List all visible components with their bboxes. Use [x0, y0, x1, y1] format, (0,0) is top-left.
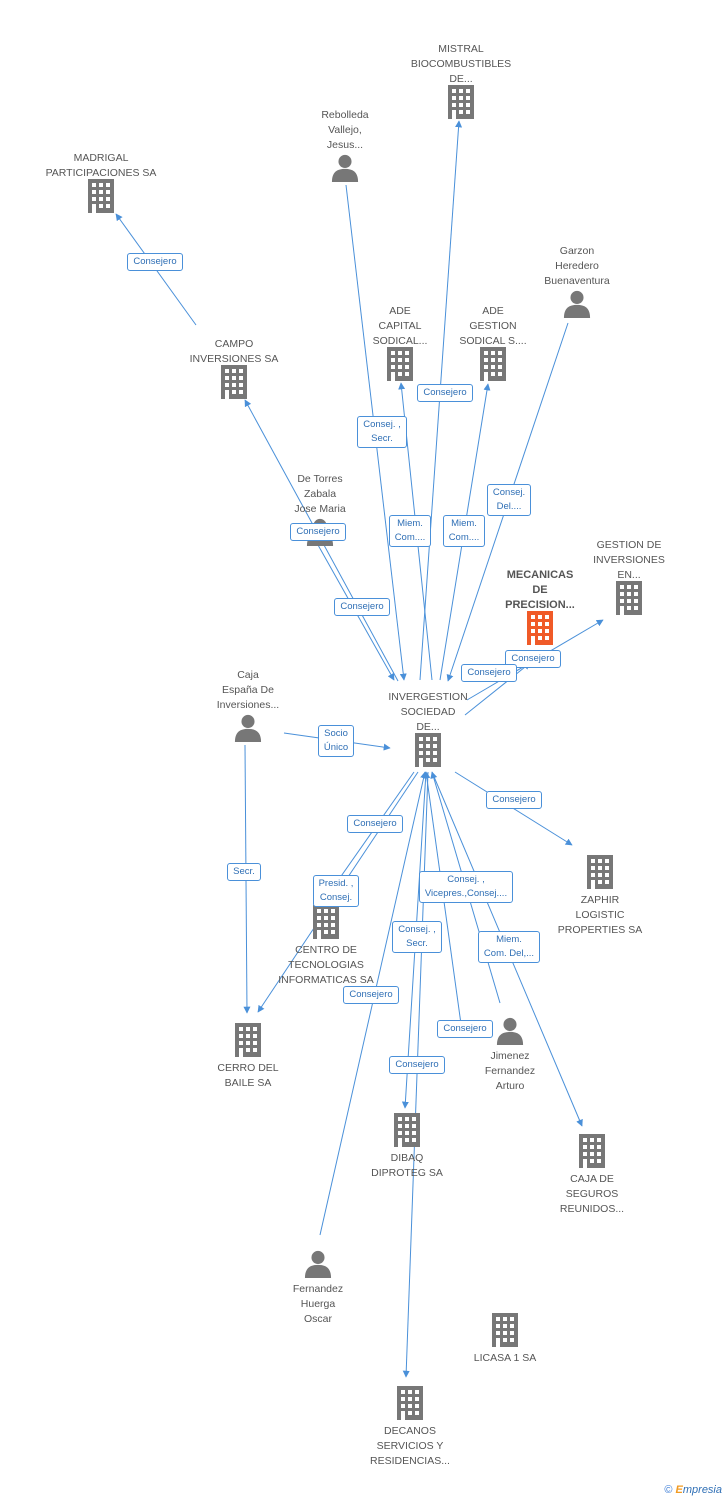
node-label[interactable]: CENTRO DE TECNOLOGIAS INFORMATICAS SA: [278, 944, 374, 986]
node-label[interactable]: Jimenez Fernandez Arturo: [484, 1050, 536, 1092]
person-icon[interactable]: [331, 154, 359, 182]
copyright-symbol: ©: [664, 1484, 673, 1496]
relation-label[interactable]: Consejero: [290, 523, 346, 541]
relation-label[interactable]: Miem. Com....: [388, 515, 432, 547]
node-label[interactable]: MISTRAL BIOCOMBUSTIBLES DE...: [410, 43, 512, 85]
person-icon[interactable]: [304, 1250, 332, 1278]
relation-label[interactable]: Consejero: [505, 650, 561, 668]
node-label[interactable]: MADRIGAL PARTICIPACIONES SA: [45, 152, 157, 179]
relation-label[interactable]: Consej. , Vicepres.,Consej....: [418, 871, 514, 903]
company-building-icon[interactable]: [387, 347, 413, 381]
company-building-icon[interactable]: [397, 1386, 423, 1420]
relation-label[interactable]: Consej. Del....: [486, 484, 532, 516]
node-label[interactable]: DECANOS SERVICIOS Y RESIDENCIAS...: [370, 1425, 450, 1467]
node-label[interactable]: Rebolleda Vallejo, Jesus...: [321, 109, 369, 151]
relation-label[interactable]: Consejero: [486, 791, 542, 809]
company-building-icon[interactable]: [492, 1313, 518, 1347]
company-building-icon[interactable]: [616, 581, 642, 615]
node-label[interactable]: GESTION DE INVERSIONES EN...: [593, 539, 665, 581]
relation-label[interactable]: Socio Único: [317, 725, 355, 757]
brand-initial: E: [675, 1484, 683, 1496]
person-icon[interactable]: [234, 714, 262, 742]
relation-label[interactable]: Consejero: [334, 598, 390, 616]
company-building-icon[interactable]: [527, 611, 553, 645]
relation-label[interactable]: Secr.: [227, 863, 261, 881]
company-building-icon[interactable]: [579, 1134, 605, 1168]
relation-label[interactable]: Consejero: [127, 253, 183, 271]
company-building-icon[interactable]: [480, 347, 506, 381]
relation-label[interactable]: Consejero: [389, 1056, 445, 1074]
brand-name: mpresia: [682, 1484, 722, 1496]
node-label[interactable]: ADE CAPITAL SODICAL...: [372, 305, 428, 347]
node-label[interactable]: ADE GESTION SODICAL S....: [459, 305, 527, 347]
person-icon[interactable]: [563, 290, 591, 318]
company-building-icon[interactable]: [587, 855, 613, 889]
relation-label[interactable]: Consej. , Secr.: [392, 921, 442, 953]
empresia-logo[interactable]: ©Empresia: [664, 1484, 722, 1496]
node-label[interactable]: Caja España De Inversiones...: [216, 669, 280, 711]
node-label[interactable]: MECANICAS DE PRECISION...: [505, 569, 575, 611]
company-building-icon[interactable]: [221, 365, 247, 399]
node-label[interactable]: De Torres Zabala Jose Maria: [294, 473, 346, 515]
relation-label[interactable]: Consej. , Secr.: [357, 416, 407, 448]
node-label[interactable]: INVERGESTION SOCIEDAD DE...: [388, 691, 468, 733]
node-label[interactable]: DIBAQ DIPROTEG SA: [371, 1152, 443, 1179]
node-label[interactable]: Fernandez Huerga Oscar: [292, 1283, 344, 1325]
company-building-icon[interactable]: [88, 179, 114, 213]
relation-label[interactable]: Consejero: [343, 986, 399, 1004]
node-label[interactable]: LICASA 1 SA: [473, 1352, 537, 1364]
relation-edge: [402, 771, 429, 1378]
node-label[interactable]: CAMPO INVERSIONES SA: [189, 338, 279, 365]
relation-label[interactable]: Miem. Com. Del,...: [477, 931, 541, 963]
node-label[interactable]: Garzon Heredero Buenaventura: [544, 245, 610, 287]
node-label[interactable]: ZAPHIR LOGISTIC PROPERTIES SA: [557, 894, 643, 936]
company-building-icon[interactable]: [394, 1113, 420, 1147]
relation-label[interactable]: Presid. , Consej.: [312, 875, 360, 907]
relation-label[interactable]: Consejero: [417, 384, 473, 402]
company-building-icon[interactable]: [415, 733, 441, 767]
node-label[interactable]: CERRO DEL BAILE SA: [217, 1062, 279, 1089]
company-building-icon[interactable]: [313, 905, 339, 939]
company-building-icon[interactable]: [235, 1023, 261, 1057]
node-label[interactable]: CAJA DE SEGUROS REUNIDOS...: [559, 1173, 625, 1215]
relation-label[interactable]: Miem. Com....: [442, 515, 486, 547]
relation-edge: [464, 662, 531, 716]
relation-label[interactable]: Consejero: [437, 1020, 493, 1038]
person-icon[interactable]: [496, 1017, 524, 1045]
relation-label[interactable]: Consejero: [347, 815, 403, 833]
company-building-icon[interactable]: [448, 85, 474, 119]
relation-label[interactable]: Consejero: [461, 664, 517, 682]
